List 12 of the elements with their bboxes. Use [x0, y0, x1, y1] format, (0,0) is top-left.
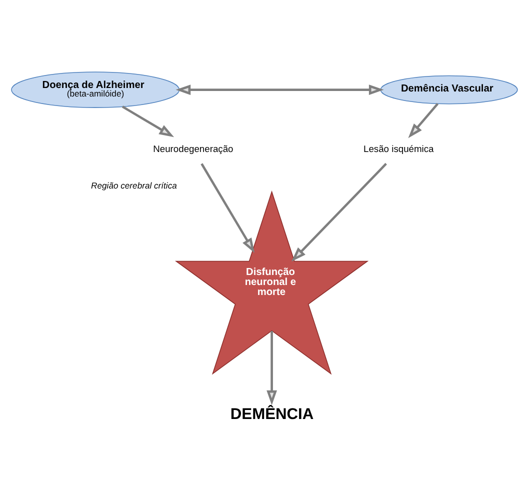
node-text: DEMÊNCIA — [230, 405, 314, 422]
node-text: Lesão isquémica — [364, 144, 434, 154]
arrow — [266, 330, 277, 405]
node-ellipse: Doença de Alzheimer (beta-amilóide) — [11, 71, 180, 108]
node-ellipse: Demência Vascular — [380, 74, 518, 104]
node-text: Neurodegeneração — [153, 144, 234, 154]
arrow — [200, 162, 255, 252]
arrow — [176, 84, 384, 94]
arrow — [291, 162, 387, 262]
node-label: Região cerebral crítica — [91, 180, 177, 190]
arrow — [122, 105, 174, 137]
arrow — [408, 102, 439, 138]
